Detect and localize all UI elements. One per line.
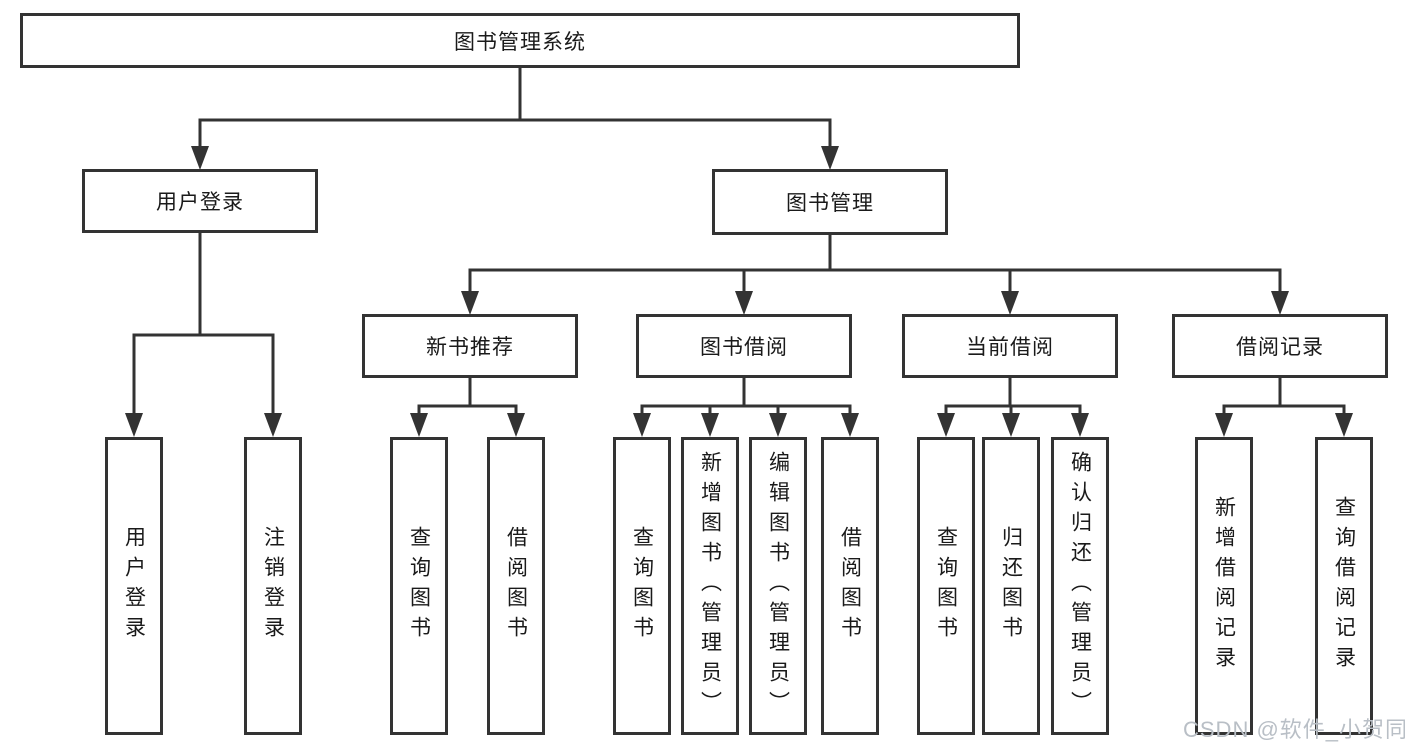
- connector-borrowing-records-to-leaves: [1215, 378, 1353, 437]
- connector-user-login-to-leaves: [125, 233, 282, 437]
- leaf-edit-books-admin: 编辑图书（管理员）: [749, 437, 807, 735]
- leaf-add-books-admin: 新增图书（管理员）: [681, 437, 739, 735]
- leaf-borrow-books: 借阅图书: [821, 437, 879, 735]
- node-new-book-recommendation: 新书推荐: [362, 314, 578, 378]
- node-book-management: 图书管理: [712, 169, 948, 235]
- leaf-query-books-borrow: 查询图书: [613, 437, 671, 735]
- node-borrowing-records: 借阅记录: [1172, 314, 1388, 378]
- csdn-watermark: CSDN @软件_小贺同学: [1183, 717, 1405, 742]
- leaf-query-books-recommend: 查询图书: [390, 437, 448, 735]
- node-book-borrowing: 图书借阅: [636, 314, 852, 378]
- connector-current-borrowing-to-leaves: [937, 378, 1089, 437]
- connector-book-borrowing-to-leaves: [633, 378, 859, 437]
- connector-book-management-to-level3: [461, 235, 1289, 315]
- node-current-borrowing: 当前借阅: [902, 314, 1118, 378]
- leaf-return-books: 归还图书: [982, 437, 1040, 735]
- connector-root-to-level2: [191, 68, 839, 170]
- leaf-borrow-books-recommend: 借阅图书: [487, 437, 545, 735]
- leaf-add-borrow-record: 新增借阅记录: [1195, 437, 1253, 735]
- leaf-user-login: 用户登录: [105, 437, 163, 735]
- leaf-query-books-current: 查询图书: [917, 437, 975, 735]
- connector-new-book-recommendation-to-leaves: [410, 378, 525, 437]
- leaf-confirm-return-admin: 确认归还（管理员）: [1051, 437, 1109, 735]
- leaf-query-borrow-record: 查询借阅记录: [1315, 437, 1373, 735]
- node-library-management-system: 图书管理系统: [20, 13, 1020, 68]
- leaf-logout: 注销登录: [244, 437, 302, 735]
- node-user-login: 用户登录: [82, 169, 318, 233]
